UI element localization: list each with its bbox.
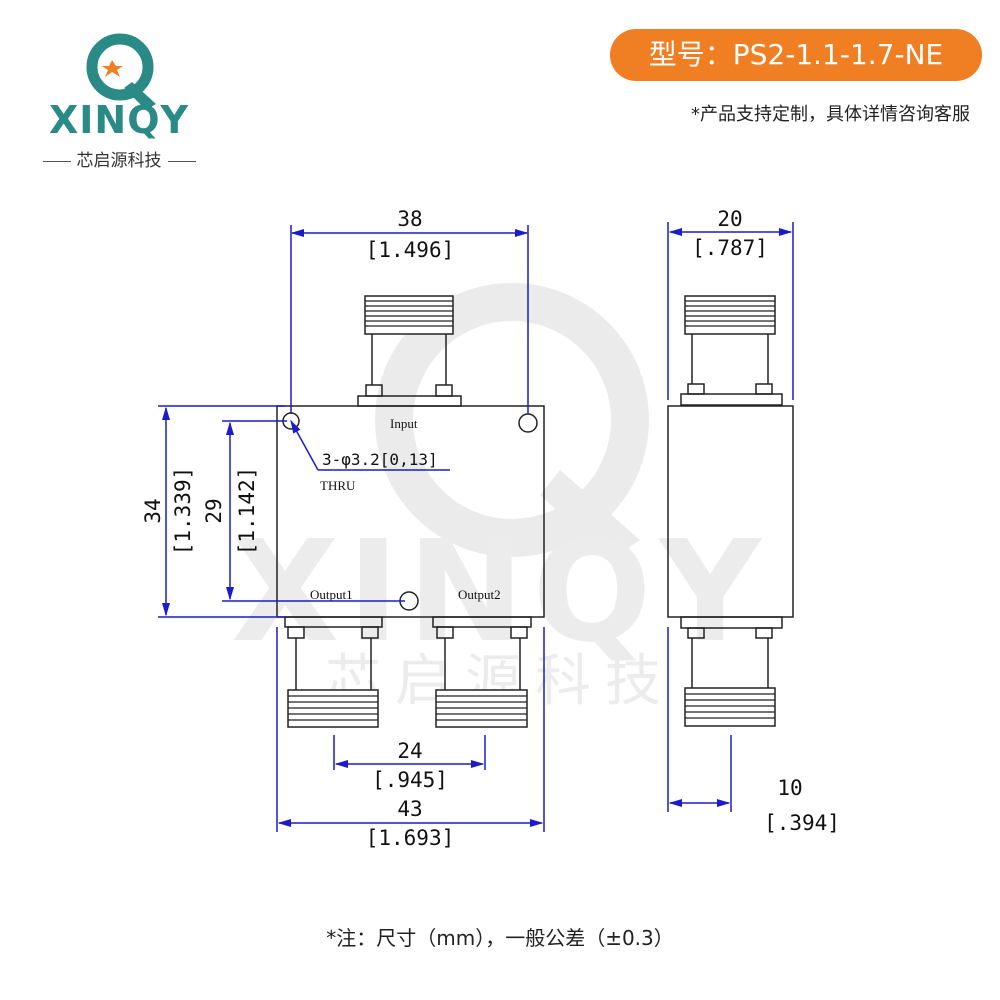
dim-port-spacing: 24 xyxy=(397,739,422,763)
front-view xyxy=(276,295,545,728)
dim-height-inner-inch: [1.142] xyxy=(235,467,259,556)
divider xyxy=(42,160,71,162)
label-output2: Output2 xyxy=(458,587,501,602)
tolerance-note: *注：尺寸（mm），一般公差（±0.3） xyxy=(326,926,674,950)
brand-subtitle: 芯启源科技 xyxy=(30,146,208,171)
label-input: Input xyxy=(390,416,418,431)
watermark-text: XINQY xyxy=(231,511,769,674)
dim-width-top-inch: [1.496] xyxy=(366,238,455,262)
dim-width-total-inch: [1.693] xyxy=(366,826,455,850)
dim-height-inner: 29 xyxy=(202,498,226,523)
brand-subtitle-text: 芯启源科技 xyxy=(76,151,162,171)
dim-height-outer: 34 xyxy=(141,498,165,523)
watermark: XINQY 芯启源科技 xyxy=(231,283,769,714)
dim-side-offset-inch: [.394] xyxy=(764,811,840,835)
divider xyxy=(167,160,196,162)
dim-side-offset: 10 xyxy=(777,776,802,800)
dim-width-total: 43 xyxy=(397,797,422,821)
label-output1: Output1 xyxy=(310,587,353,602)
dim-port-spacing-inch: [.945] xyxy=(372,768,448,792)
dim-side-width-inch: [.787] xyxy=(692,236,768,260)
brand-name: XINQY xyxy=(48,98,190,142)
model-badge: 型号：PS2-1.1-1.7-NE xyxy=(610,29,982,81)
hole-callout-text: 3-φ3.2[0,13] xyxy=(322,450,438,469)
dimension-lines xyxy=(158,222,794,832)
dim-width-top: 38 xyxy=(397,207,422,231)
customization-note: *产品支持定制，具体详情咨询客服 xyxy=(691,104,970,125)
hole-callout: 3-φ3.2[0,13] THRU xyxy=(290,419,450,493)
xinqy-logo-icon xyxy=(86,33,156,110)
hole-thru-text: THRU xyxy=(320,478,356,493)
side-view xyxy=(667,295,794,727)
dim-side-width: 20 xyxy=(717,207,742,231)
dim-height-outer-inch: [1.339] xyxy=(171,467,195,556)
